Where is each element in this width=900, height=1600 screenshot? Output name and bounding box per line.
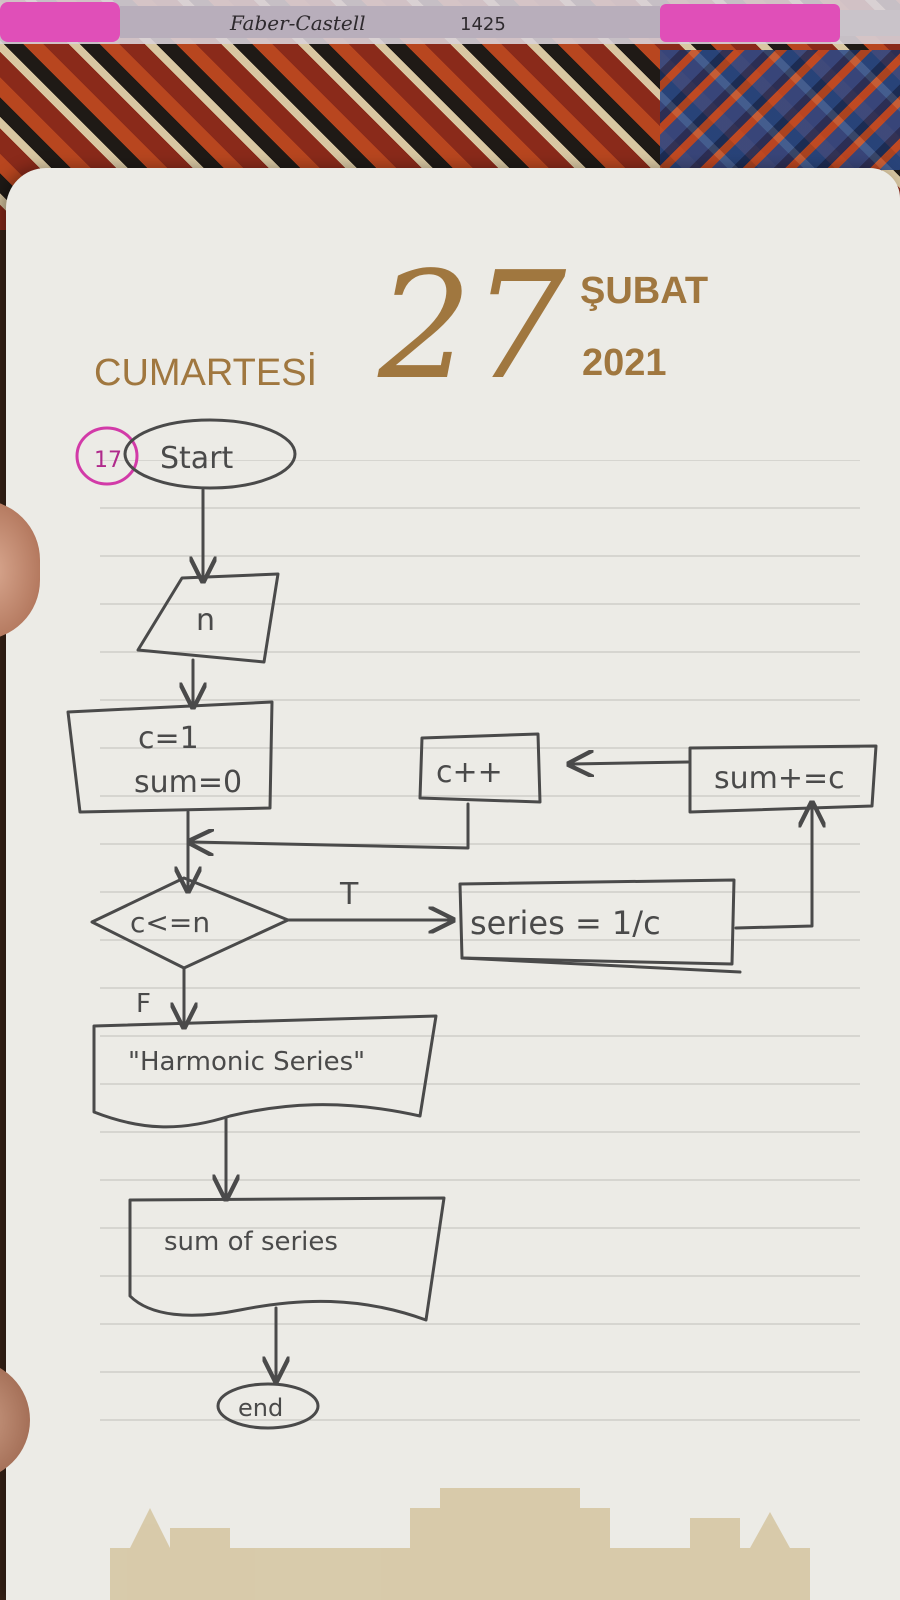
output1-label: "Harmonic Series" xyxy=(128,1047,365,1077)
output2-label: sum of series xyxy=(164,1227,338,1257)
init-box xyxy=(66,700,274,814)
init-line1: c=1 xyxy=(138,721,199,756)
end-terminal xyxy=(216,1382,320,1430)
series-box xyxy=(458,878,736,966)
header-day: CUMARTESİ xyxy=(94,352,318,394)
input-label: n xyxy=(196,603,215,638)
pen-code: 1425 xyxy=(460,14,506,35)
start-label: Start xyxy=(160,441,234,476)
header-date: 27 xyxy=(378,240,567,412)
series-label: series = 1/c xyxy=(470,904,661,942)
false-label: F xyxy=(136,989,151,1019)
question-number-circle xyxy=(75,426,139,486)
accumulate-box xyxy=(688,744,878,814)
start-terminal xyxy=(123,418,297,490)
series-underline xyxy=(460,956,742,974)
header-year: 2021 xyxy=(582,342,667,384)
accumulate-label: sum+=c xyxy=(714,761,845,796)
arrow-series-sum xyxy=(734,806,812,930)
arrow-loop-back xyxy=(192,802,470,848)
palace-illustration xyxy=(110,1488,810,1600)
output-sum-of-series xyxy=(128,1196,446,1322)
output-harmonic-series xyxy=(92,1014,438,1129)
end-label: end xyxy=(238,1394,283,1422)
carpet-pattern xyxy=(660,50,900,170)
header-month: ŞUBAT xyxy=(580,270,709,312)
increment-box xyxy=(418,732,542,804)
pen-cap xyxy=(0,2,120,42)
true-label: T xyxy=(339,877,359,912)
pen-brand: Faber-Castell xyxy=(229,11,366,35)
question-number: 17 xyxy=(94,448,122,473)
notebook-page xyxy=(6,168,900,1600)
condition-label: c<=n xyxy=(130,906,210,939)
init-line2: sum=0 xyxy=(134,765,242,800)
arrow-sum-increment xyxy=(572,762,690,764)
input-box xyxy=(136,572,280,664)
pen: Faber-Castell 1425 xyxy=(0,0,900,44)
increment-label: c++ xyxy=(436,755,503,790)
pen-grip xyxy=(660,4,840,42)
